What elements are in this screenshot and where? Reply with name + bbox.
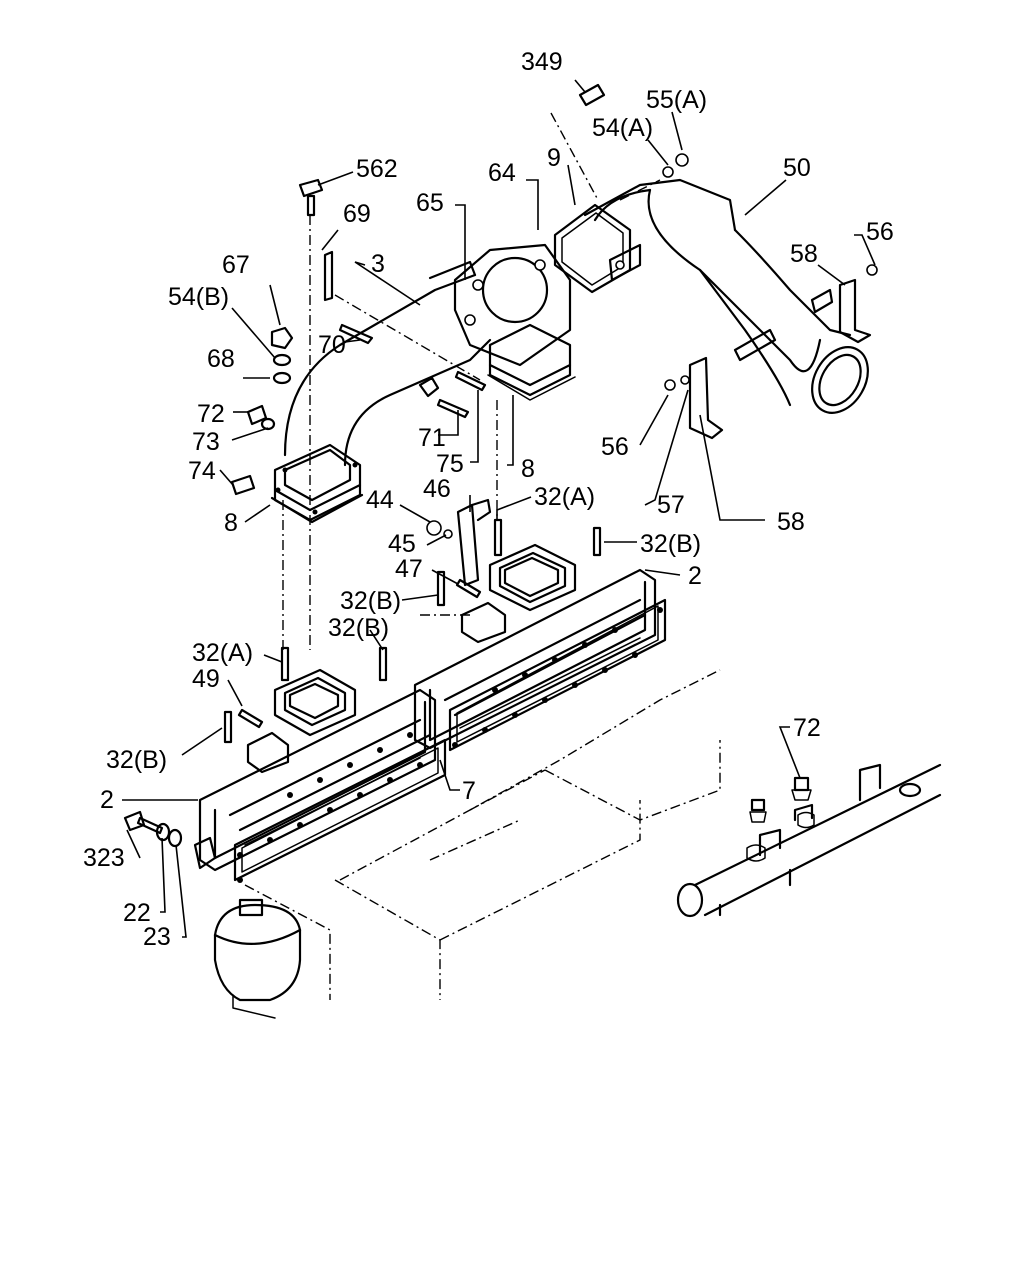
- callout-64: 64: [488, 159, 516, 187]
- callout-45: 45: [388, 530, 416, 558]
- callout-70: 70: [318, 331, 346, 359]
- callout-72-upper: 72: [197, 400, 225, 428]
- callout-44: 44: [366, 486, 394, 514]
- callout-9: 9: [547, 144, 561, 172]
- callout-2-right: 2: [688, 562, 702, 590]
- fuel-rail: [676, 763, 942, 918]
- bolt-323: [123, 810, 183, 848]
- exhaust-pipe-50: [583, 153, 869, 414]
- callout-54a: 54(A): [592, 114, 653, 142]
- callout-69: 69: [343, 200, 371, 228]
- callout-46: 46: [423, 475, 451, 503]
- callout-65: 65: [416, 189, 444, 217]
- callout-22: 22: [123, 899, 151, 927]
- callout-58-lower: 58: [777, 508, 805, 536]
- turbo-flange-65: [453, 243, 576, 401]
- fitting-72-lower: [746, 776, 815, 862]
- callout-71: 71: [418, 424, 446, 452]
- callout-labels: 349 55(A) 54(A) 562 9 50 64 65 69 3 56 5…: [83, 48, 894, 951]
- callout-49: 49: [192, 665, 220, 693]
- callout-56-upper: 56: [866, 218, 894, 246]
- callout-50: 50: [783, 154, 811, 182]
- alignment-lines: [282, 112, 661, 650]
- callout-32a-upper: 32(A): [534, 483, 595, 511]
- callout-55a: 55(A): [646, 86, 707, 114]
- studs: [223, 518, 602, 744]
- callout-323: 323: [83, 844, 125, 872]
- callout-32b-center: 32(B): [328, 614, 389, 642]
- engine-block: [244, 669, 721, 1000]
- bracket-46: [426, 498, 492, 587]
- small-parts: [230, 83, 606, 496]
- callout-562: 562: [356, 155, 398, 183]
- gasket-9: [553, 203, 632, 294]
- callout-32b-mid: 32(B): [340, 587, 401, 615]
- callout-23: 23: [143, 923, 171, 951]
- exhaust-manifold-front: [193, 668, 447, 882]
- callout-67: 67: [222, 251, 250, 279]
- leader-lines: [122, 79, 876, 938]
- callout-32a-lower: 32(A): [192, 639, 253, 667]
- callout-68: 68: [207, 345, 235, 373]
- exhaust-pipe-3: [270, 260, 492, 524]
- callout-58-upper: 58: [790, 240, 818, 268]
- callout-7: 7: [462, 777, 476, 805]
- callout-56-lower: 56: [601, 433, 629, 461]
- callout-32b-left: 32(B): [106, 746, 167, 774]
- callout-74: 74: [188, 457, 216, 485]
- callout-72-lower: 72: [793, 714, 821, 742]
- callout-3: 3: [371, 250, 385, 278]
- manifold-bolt-holes-front: [237, 732, 423, 883]
- callout-73: 73: [192, 428, 220, 456]
- callout-47: 47: [395, 555, 423, 583]
- callout-8-left: 8: [224, 509, 238, 537]
- callout-75: 75: [436, 450, 464, 478]
- callout-349: 349: [521, 48, 563, 76]
- callout-2-left: 2: [100, 786, 114, 814]
- callout-57: 57: [657, 491, 685, 519]
- callout-32b-right: 32(B): [640, 530, 701, 558]
- callout-8-right: 8: [521, 455, 535, 483]
- bracket-58: [664, 264, 878, 440]
- oil-filter: [213, 898, 302, 1019]
- manifold-bolt-holes-rear: [452, 607, 663, 748]
- callout-54b: 54(B): [168, 283, 229, 311]
